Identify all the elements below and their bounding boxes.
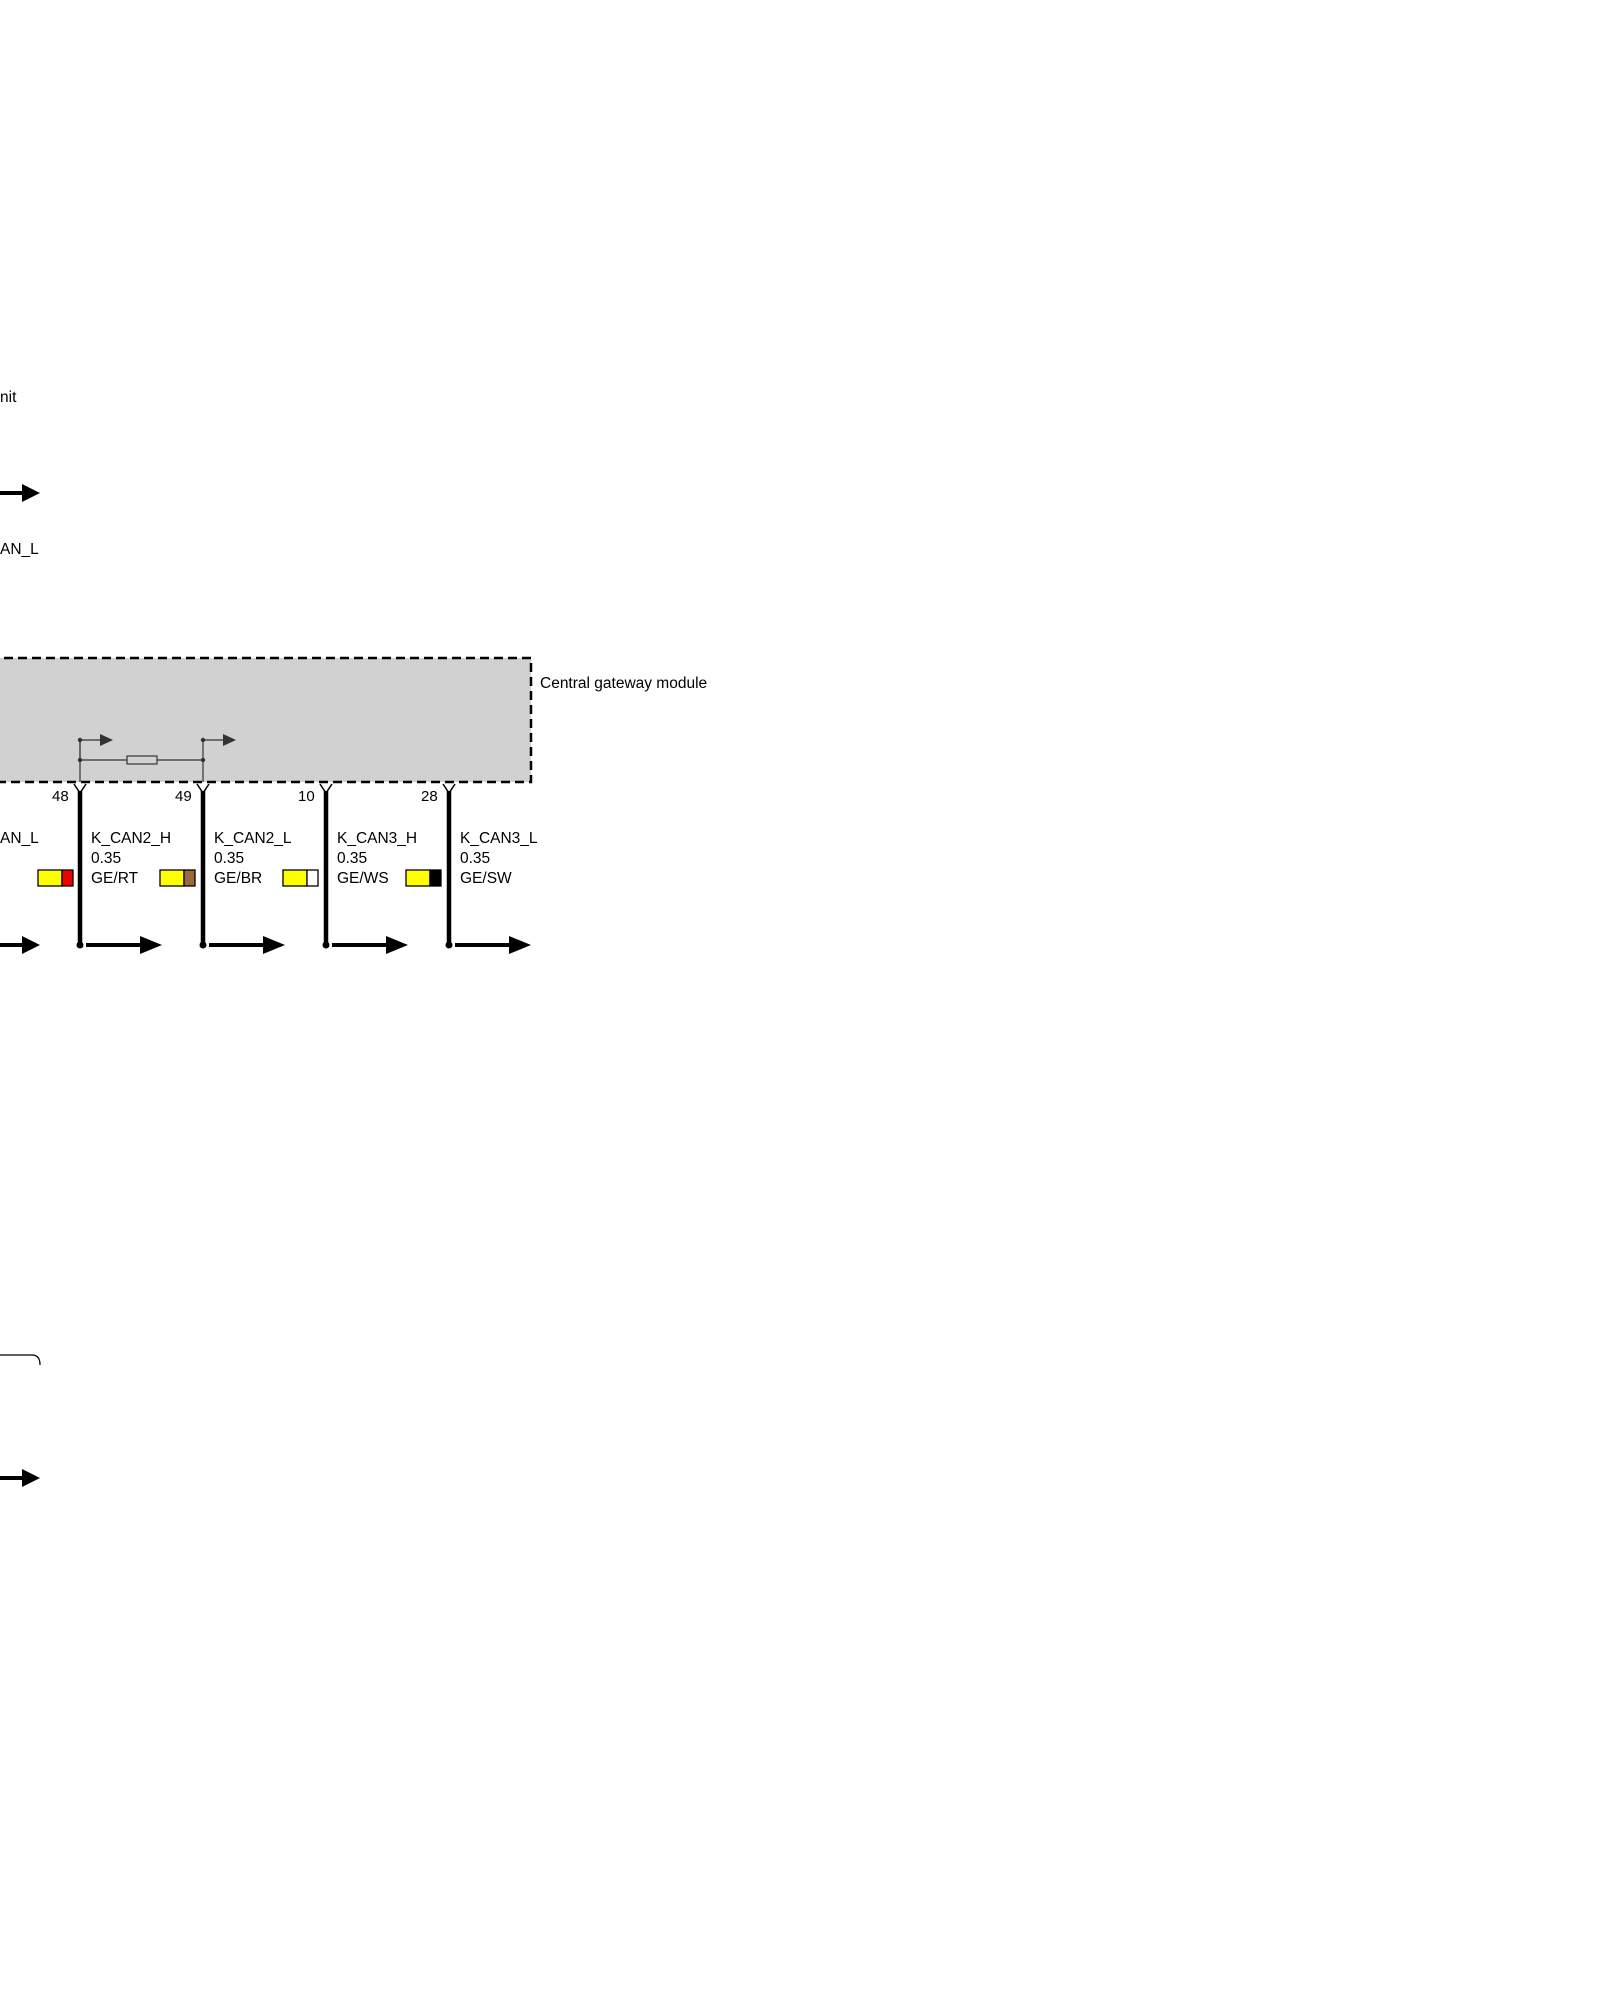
wire-color-swatch	[405, 869, 431, 887]
wire-pin-28: 28 K_CAN3_L 0.35 GE/SW	[405, 783, 538, 954]
wire-signal-name: K_CAN3_H	[337, 830, 417, 847]
wire-color-code: GE/WS	[337, 870, 389, 887]
wire-pin-49: 49 K_CAN2_L 0.35 GE/BR	[159, 783, 292, 954]
pin-number: 49	[175, 788, 192, 805]
wire-pin-48: 48 K_CAN2_H 0.35 GE/RT	[52, 783, 171, 954]
partial-label-can-l-upper: AN_L	[0, 541, 39, 558]
pin-number: 48	[52, 788, 69, 805]
module-name-label: Central gateway module	[540, 675, 707, 692]
partial-label-can-l-lower: AN_L	[0, 830, 39, 847]
pin-number: 28	[421, 788, 438, 805]
wire-color-code: GE/RT	[91, 870, 139, 887]
central-gateway-module: Central gateway module	[0, 656, 707, 784]
partial-label-top: nit	[0, 389, 17, 406]
wire-pin-10: 10 K_CAN3_H 0.35 GE/WS	[282, 783, 417, 954]
wire-signal-name: K_CAN2_L	[214, 830, 292, 847]
left-partial-arrow-3	[0, 1469, 40, 1487]
wire-color-code: GE/SW	[460, 870, 512, 887]
left-partial-arrow-2	[0, 936, 40, 954]
wire-gauge: 0.35	[214, 850, 244, 867]
left-partial-arrow-1	[0, 484, 40, 502]
left-partial-color-swatch	[37, 869, 74, 887]
wire-gauge: 0.35	[337, 850, 367, 867]
wire-color-swatch	[282, 869, 308, 887]
pin-number: 10	[298, 788, 315, 805]
wire-signal-name: K_CAN3_L	[460, 830, 538, 847]
wire-gauge: 0.35	[91, 850, 121, 867]
wire-signal-name: K_CAN2_H	[91, 830, 171, 847]
wire-color-swatch	[159, 869, 185, 887]
internal-arrow-icons	[77, 734, 236, 763]
wire-gauge: 0.35	[460, 850, 490, 867]
partial-connector-bracket	[0, 1354, 41, 1366]
wire-color-code: GE/BR	[214, 870, 262, 887]
